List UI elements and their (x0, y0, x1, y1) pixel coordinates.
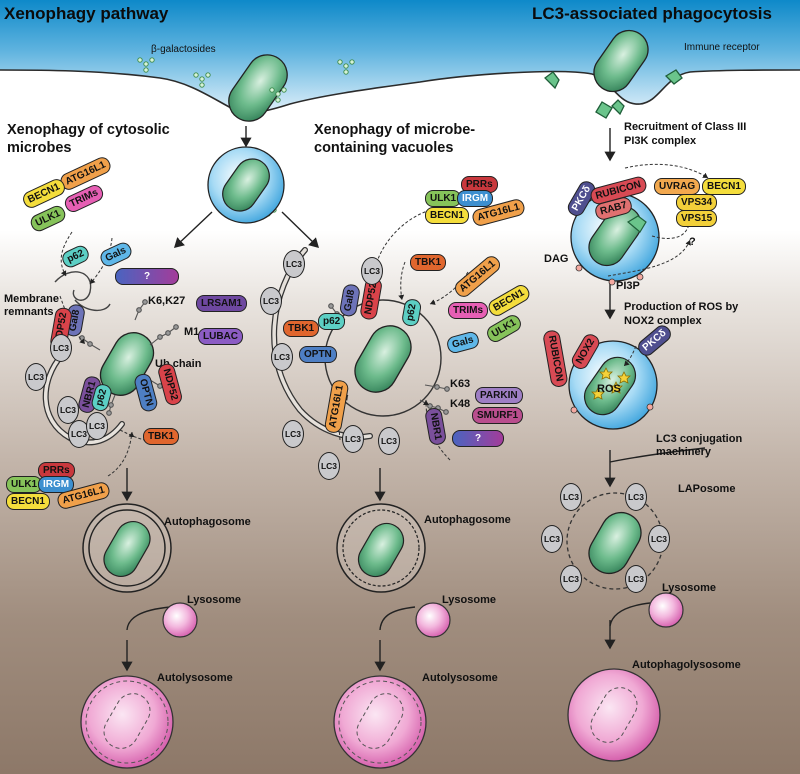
m1-label: M1 (184, 326, 200, 338)
protein-tbk1-mid2: TBK1 (283, 320, 320, 337)
immune-receptors (544, 69, 683, 119)
bacterium-entering (228, 54, 288, 122)
protein-irgm-mid: IRGM (457, 190, 494, 207)
autophagolysosome-label: Autophagolysosome (632, 659, 741, 671)
lc3-mid-7: LC3 (378, 427, 400, 455)
lap-phagosome-1 (570, 163, 709, 286)
ros-production-label: Production of ROS by NOX2 complex (624, 301, 739, 327)
protein-becn1-b: BECN1 (6, 493, 50, 510)
dag-label: DAG (544, 253, 569, 265)
protein-lrsam1: LRSAM1 (196, 295, 248, 312)
unknown-factor-left: ? (115, 268, 179, 285)
lysosome-right-label: Lysosome (662, 582, 717, 594)
autophagosome-left (82, 503, 172, 593)
title-lap: LC3-associated phagocytosis (532, 4, 772, 23)
beta-galactosides-label: β-galactosides (151, 44, 216, 55)
lc3-lap-2: LC3 (625, 483, 647, 511)
autolysosome-left-label: Autolysosome (157, 672, 233, 684)
protein-optn-mid: OPTN (299, 346, 337, 363)
k48-label: K48 (450, 398, 471, 410)
membrane-remnants-label: Membrane remnants (4, 293, 60, 318)
lc3-mid-5: LC3 (282, 420, 304, 448)
protein-vps15: VPS15 (676, 210, 718, 227)
autophagolysosome (567, 668, 661, 762)
protein-ulk1-mid: ULK1 (425, 190, 462, 207)
protein-becn1-lap: BECN1 (702, 178, 746, 195)
lc3-lap-4: LC3 (648, 525, 670, 553)
lc3-left-1: LC3 (50, 334, 72, 362)
lysosome-left (162, 602, 198, 638)
protein-tbk1-mid: TBK1 (410, 254, 447, 271)
title-cytosolic-microbes: Xenophagy of cytosolic microbes (7, 122, 170, 156)
protein-lubac: LUBAC (198, 328, 243, 345)
protein-trims-mid: TRIMs (448, 302, 488, 319)
lc3-left-3: LC3 (57, 396, 79, 424)
protein-vps34: VPS34 (676, 194, 718, 211)
autolysosome-middle-label: Autolysosome (422, 672, 498, 684)
lap-phagosome-2 (568, 340, 658, 430)
lc3-mid-8: LC3 (318, 452, 340, 480)
bacterium-lap (593, 29, 649, 93)
microbe-containing-vacuole (207, 146, 285, 224)
protein-tbk1: TBK1 (143, 428, 180, 445)
protein-prrs-mid: PRRs (461, 176, 498, 193)
protein-parkin: PARKIN (475, 387, 523, 404)
lc3-lap-6: LC3 (625, 565, 647, 593)
pathway-arrows (121, 126, 706, 672)
protein-ulk1-b: ULK1 (6, 476, 43, 493)
lysosome-middle-label: Lysosome (442, 594, 497, 606)
lc3-mid-6: LC3 (342, 425, 364, 453)
lc3-lap-1: LC3 (560, 483, 582, 511)
ros-label: ROS (597, 383, 621, 395)
lc3-left-2: LC3 (25, 363, 47, 391)
unknown-factor-mid: ? (452, 430, 504, 447)
lc3-mid-3: LC3 (361, 257, 383, 285)
title-vacuole-microbes: Xenophagy of microbe- containing vacuole… (314, 122, 476, 156)
lc3-mid-1: LC3 (260, 287, 282, 315)
laposome-label: LAPosome (678, 483, 736, 495)
immune-receptor-label: Immune receptor (684, 42, 760, 53)
lysosome-middle (415, 602, 451, 638)
k63-label: K63 (450, 378, 471, 390)
lc3-left-5: LC3 (86, 412, 108, 440)
lysosome-right (648, 592, 684, 628)
pi3p-label: PI3P (616, 280, 640, 292)
protein-p62-mid2: p62 (318, 313, 346, 330)
lysosome-left-label: Lysosome (187, 594, 242, 606)
lc3-mid-4: LC3 (271, 343, 293, 371)
autolysosome-middle (333, 675, 427, 769)
lc3-mid-2: LC3 (283, 250, 305, 278)
protein-uvrag: UVRAG (654, 178, 701, 195)
protein-irgm: IRGM (38, 476, 75, 493)
lc3-lap-3: LC3 (541, 525, 563, 553)
plasma-membrane (0, 69, 800, 114)
lc3-conjugation-label: LC3 conjugation machinery (656, 433, 743, 458)
protein-becn1-mid: BECN1 (425, 207, 469, 224)
autophagosome-middle (336, 503, 426, 593)
recruitment-label: Recruitment of Class III PI3K complex (624, 121, 747, 147)
title-xenophagy-pathway: Xenophagy pathway (4, 4, 169, 23)
protein-smurf1: SMURF1 (472, 407, 524, 424)
lc3-lap-5: LC3 (560, 565, 582, 593)
autolysosome-left (80, 675, 174, 769)
autophagosome-middle-label: Autophagosome (424, 514, 511, 526)
autophagosome-left-label: Autophagosome (164, 516, 251, 528)
question-mark-lap: ? (689, 236, 696, 248)
k6k27-label: K6,K27 (148, 295, 186, 307)
